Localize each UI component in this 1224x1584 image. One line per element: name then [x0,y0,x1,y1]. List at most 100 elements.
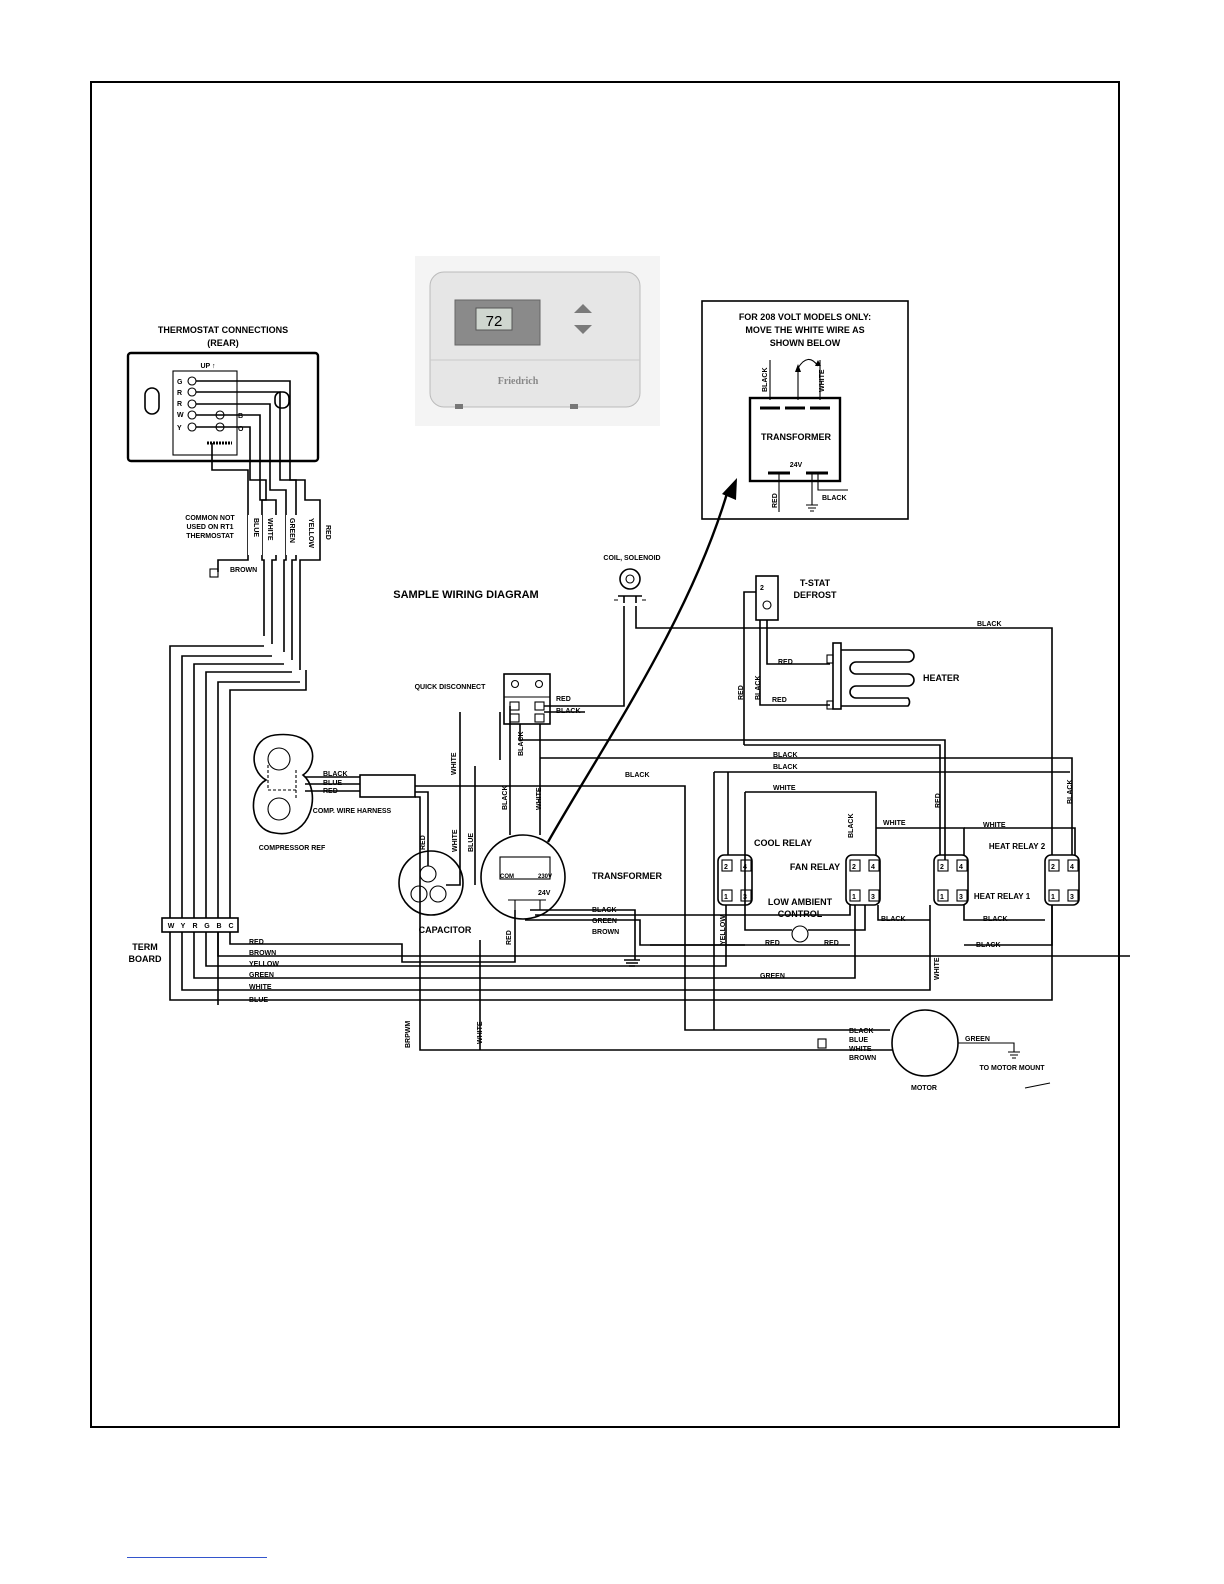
thermostat-connections: THERMOSTAT CONNECTIONS (REAR) UP ↑ G R R… [126,325,331,670]
compressor: COMPRESSOR REF [252,733,326,852]
thermostat-display: 72 [486,313,503,330]
wire-lbl-white: WHITE [249,984,272,991]
ambient-red-1: RED [765,940,780,947]
term-g: G [204,923,210,930]
comp-wire-harness: BLACK BLUE RED COMP. WIRE HARNESS [305,771,416,815]
terminal-y: Y [177,425,182,432]
note-red-bottom: RED [772,493,779,508]
thermostat-knob-icon [144,387,160,415]
tr-black-v: BLACK [502,786,509,811]
term-r: R [192,923,197,930]
transformer: COM 230V 24V TRANSFORMER [480,834,662,920]
note-208-line-1: FOR 208 VOLT MODELS ONLY: [739,312,871,322]
note-ground-icon [806,473,818,512]
qd-white: WHITE [451,752,458,775]
wire-lbl-yellow: YELLOW [249,961,279,968]
note-transformer-label: TRANSFORMER [761,432,831,442]
harness-out-black: BLACK [625,772,650,779]
svg-text:2: 2 [724,864,728,871]
thermostat-up-label: UP ↑ [200,363,215,370]
term-c: C [228,923,233,930]
relay-red-v: RED [935,793,942,808]
svg-text:1: 1 [940,894,944,901]
terminal-b: B [238,413,243,420]
svg-text:4: 4 [871,864,875,871]
note-208-line-3: SHOWN BELOW [770,338,841,348]
transformer-label: TRANSFORMER [592,871,662,881]
fan-black-v: BLACK [848,814,855,839]
svg-text:2: 2 [852,864,856,871]
thermostat-heading-1: THERMOSTAT CONNECTIONS [158,325,288,335]
tstat-defrost-1: T-STAT [800,578,831,588]
heater: HEATER [826,642,960,710]
compressor-label: COMPRESSOR REF [259,845,326,852]
tstat-wire-blue: BLUE [252,518,259,537]
relay-black-4: BLACK [983,916,1008,923]
tr-green: GREEN [592,918,617,925]
tstat-wire-green: GREEN [288,518,295,543]
relay-black-5: BLACK [976,942,1001,949]
motor-wire-black: BLACK [849,1028,874,1035]
cap-white-v: WHITE [452,829,459,852]
defrost-black-v: BLACK [755,676,762,701]
relay-fan: 2 4 1 3 FAN RELAY [790,854,881,906]
heat-relay-1-label: HEAT RELAY 1 [974,892,1031,901]
svg-text:2: 2 [1051,864,1055,871]
defrost-red-v: RED [738,685,745,700]
wire-labels: RED BROWN YELLOW GREEN WHITE BLUE RED BL… [249,621,1074,1048]
diagram-frame [90,81,1120,1428]
capacitor: CAPACITOR [398,850,472,935]
note-black-top: BLACK [762,368,769,393]
term-board-label-1: TERM [132,942,158,952]
tstat-defrost-2: DEFROST [793,590,837,600]
term-w: W [168,923,175,930]
svg-text:3: 3 [871,894,875,901]
diagram-title: SAMPLE WIRING DIAGRAM [393,589,538,601]
common-note-1: COMMON NOT [185,515,235,522]
qd-black: BLACK [556,708,581,715]
wire-lbl-blue: BLUE [249,997,268,1004]
bus-black-2: BLACK [773,764,798,771]
terminal-w: W [177,412,184,419]
terminal-o: O [238,426,244,433]
heat-relay-2-label: HEAT RELAY 2 [989,842,1046,851]
wire-lbl-brown: BROWN [249,950,276,957]
bottom-green: GREEN [760,973,785,980]
coil-black: BLACK [977,621,1002,628]
cool-yellow-v: YELLOW [720,915,727,945]
wire-lbl-red: RED [249,939,264,946]
relay-black-v: BLACK [1067,780,1074,805]
coil-solenoid: COIL, SOLENOID [603,555,661,603]
term-board-label-2: BOARD [129,954,162,964]
thermostat-up-arrow-icon [574,304,592,313]
motor-ground-icon [958,1042,1020,1059]
harness-label: COMP. WIRE HARNESS [313,808,392,815]
cap-red-v: RED [420,835,427,850]
note-transformer-24v: 24V [790,462,803,469]
tstat-wire-yellow: YELLOW [307,518,314,548]
motor-label: MOTOR [911,1085,937,1092]
motor-white-v: WHITE [477,1021,484,1044]
reference-arrow [546,489,730,843]
reference-arrowhead-icon [722,478,737,500]
svg-text:4: 4 [959,864,963,871]
motor-wire-brown: BROWN [849,1055,876,1062]
thermostat-heading-2: (REAR) [207,338,239,348]
tr-white-v: WHITE [536,787,543,810]
transformer-24: 24V [538,890,551,897]
relay-black-3: BLACK [881,916,906,923]
relay-heat-mid: 2 4 1 3 [933,854,969,906]
motor-wire-blue: BLUE [849,1037,868,1044]
harness-red: RED [323,788,338,795]
note-black-bottom: BLACK [822,495,847,502]
wire-runs [169,591,1130,1051]
motor-green: GREEN [965,1036,990,1043]
to-motor-mount: TO MOTOR MOUNT [979,1065,1045,1072]
term-y: Y [181,923,186,930]
low-ambient-1: LOW AMBIENT [768,897,833,907]
svg-text:1: 1 [852,894,856,901]
tr-black: BLACK [592,907,617,914]
bottom-white-v: WHITE [934,957,941,980]
svg-text:2: 2 [940,864,944,871]
